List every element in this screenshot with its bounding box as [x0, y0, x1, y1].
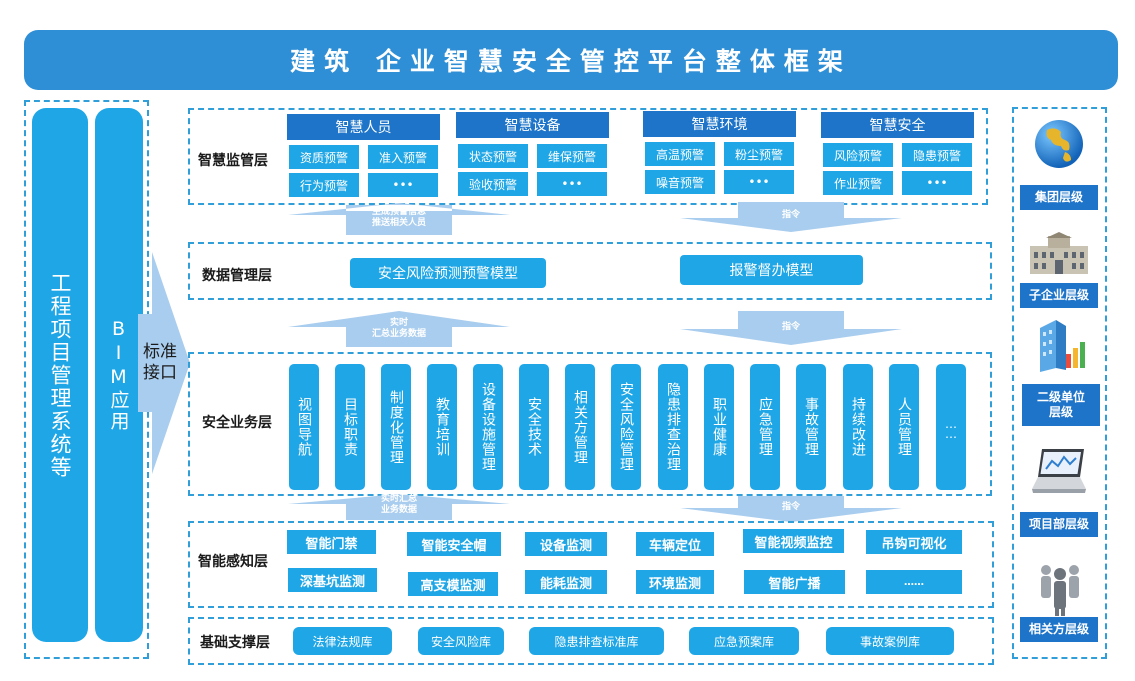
data-layer-label: 数据管理层 [202, 268, 272, 284]
sensing-item: 设备监测 [525, 532, 607, 556]
data-model: 报警督办模型 [680, 255, 863, 285]
up-arrow-text: 实时 [389, 318, 408, 328]
business-item: …… [936, 364, 966, 490]
data-model: 安全风险预测预警模型 [350, 258, 546, 288]
monitor-chip: 粉尘预警 [724, 142, 794, 166]
base-item: 法律法规库 [293, 627, 392, 655]
monitor-chip: 噪音预警 [645, 170, 715, 194]
base-item: 隐患排查标准库 [529, 627, 664, 655]
up-arrow-text: 生成预警信息 [371, 207, 426, 217]
sensing-item: 环境监测 [636, 570, 714, 594]
level-related: 相关方层级 [1020, 617, 1098, 642]
interface-arrow [138, 252, 190, 474]
people-icon [1041, 565, 1079, 616]
monitor-chip: ••• [537, 172, 607, 196]
up-arrow-label: 实时汇总 业务数据 [346, 494, 452, 516]
up-arrow [288, 203, 510, 235]
monitor-chip: 验收预警 [458, 172, 528, 196]
business-item: 安全风险管理 [611, 364, 641, 490]
sensing-item: 智能安全帽 [407, 532, 501, 556]
level-project: 项目部层级 [1020, 512, 1098, 537]
laptop-icon [1032, 449, 1086, 493]
business-item: 职业健康 [704, 364, 734, 490]
up-arrow-text: 推送相关人员 [371, 218, 426, 228]
globe-icon [1035, 120, 1083, 168]
base-item: 安全风险库 [418, 627, 504, 655]
down-arrow-label: 指令 [781, 322, 800, 332]
down-arrow-label: 指令 [781, 502, 800, 512]
sensing-item: 智能视频监控 [743, 529, 844, 553]
base-layer [188, 617, 994, 665]
sensing-item: 深基坑监测 [288, 568, 377, 592]
monitor-chip: ••• [724, 170, 794, 194]
interface-label: 标准接口 [143, 342, 177, 383]
level-second-unit: 二级单位层级 [1022, 384, 1100, 426]
sensing-item: 高支模监测 [408, 572, 498, 596]
monitor-group-title: 智慧设备 [456, 112, 609, 138]
monitor-chip: 风险预警 [823, 143, 893, 167]
sensing-item: 吊钩可视化 [866, 530, 962, 554]
monitor-group-title: 智慧环境 [643, 111, 796, 137]
up-arrow-label: 生成预警信息 推送相关人员 [346, 207, 452, 229]
monitor-chip: ••• [902, 171, 972, 195]
right-panel [1012, 107, 1107, 659]
business-layer [188, 352, 992, 496]
up-arrow-text: 实时汇总 [380, 494, 417, 504]
bim-bar: BIM应用 [95, 108, 143, 642]
monitor-chip: 资质预警 [289, 145, 359, 169]
up-arrow-text: 汇总业务数据 [371, 329, 426, 339]
sensing-item: 智能广播 [744, 570, 845, 594]
up-arrow [288, 311, 510, 347]
building-icon [1030, 232, 1088, 274]
business-item: 视图导航 [289, 364, 319, 490]
monitor-chip: 准入预警 [368, 145, 438, 169]
monitor-chip: 状态预警 [458, 144, 528, 168]
monitor-layer [188, 108, 988, 205]
sensing-layer-label: 智能感知层 [198, 554, 268, 570]
sensing-item: 能耗监测 [525, 570, 607, 594]
business-item: 应急管理 [750, 364, 780, 490]
monitor-chip: 高温预警 [645, 142, 715, 166]
business-item: 设备设施管理 [473, 364, 503, 490]
business-item: 人员管理 [889, 364, 919, 490]
monitor-chip: ••• [368, 173, 438, 197]
base-item: 事故案例库 [826, 627, 954, 655]
down-arrow-label: 指令 [781, 210, 800, 220]
sensing-item: 车辆定位 [636, 532, 714, 556]
base-layer-label: 基础支撑层 [200, 635, 270, 651]
up-arrow [288, 494, 510, 520]
sensing-item: …… [866, 570, 962, 594]
business-item: 安全技术 [519, 364, 549, 490]
down-arrow [680, 496, 902, 522]
business-item: 持续改进 [843, 364, 873, 490]
monitor-chip: 隐患预警 [902, 143, 972, 167]
monitor-chip: 维保预警 [537, 144, 607, 168]
sensing-item: 智能门禁 [287, 530, 376, 554]
page-title: 建筑 企业智慧安全管控平台整体框架 [24, 30, 1118, 90]
monitor-chip: 行为预警 [289, 173, 359, 197]
level-group: 集团层级 [1020, 185, 1098, 210]
system-bar: 工程项目管理系统等 [32, 108, 88, 642]
up-arrow-text: 业务数据 [380, 505, 417, 515]
business-item: 教育培训 [427, 364, 457, 490]
level-subsidiary: 子企业层级 [1020, 283, 1098, 308]
monitor-group-title: 智慧人员 [287, 114, 440, 140]
business-item: 事故管理 [796, 364, 826, 490]
up-arrow-label: 实时 汇总业务数据 [346, 318, 452, 340]
business-item: 制度化管理 [381, 364, 411, 490]
business-layer-label: 安全业务层 [202, 415, 272, 431]
data-layer [188, 242, 992, 300]
business-item: 目标职责 [335, 364, 365, 490]
monitor-layer-label: 智慧监管层 [198, 153, 268, 169]
down-arrow [680, 202, 902, 232]
monitor-group-title: 智慧安全 [821, 112, 974, 138]
sensing-layer [188, 521, 994, 608]
office-chart-icon [1040, 320, 1085, 372]
base-item: 应急预案库 [689, 627, 799, 655]
monitor-chip: 作业预警 [823, 171, 893, 195]
business-item: 相关方管理 [565, 364, 595, 490]
down-arrow [680, 311, 902, 345]
business-item: 隐患排查治理 [658, 364, 688, 490]
